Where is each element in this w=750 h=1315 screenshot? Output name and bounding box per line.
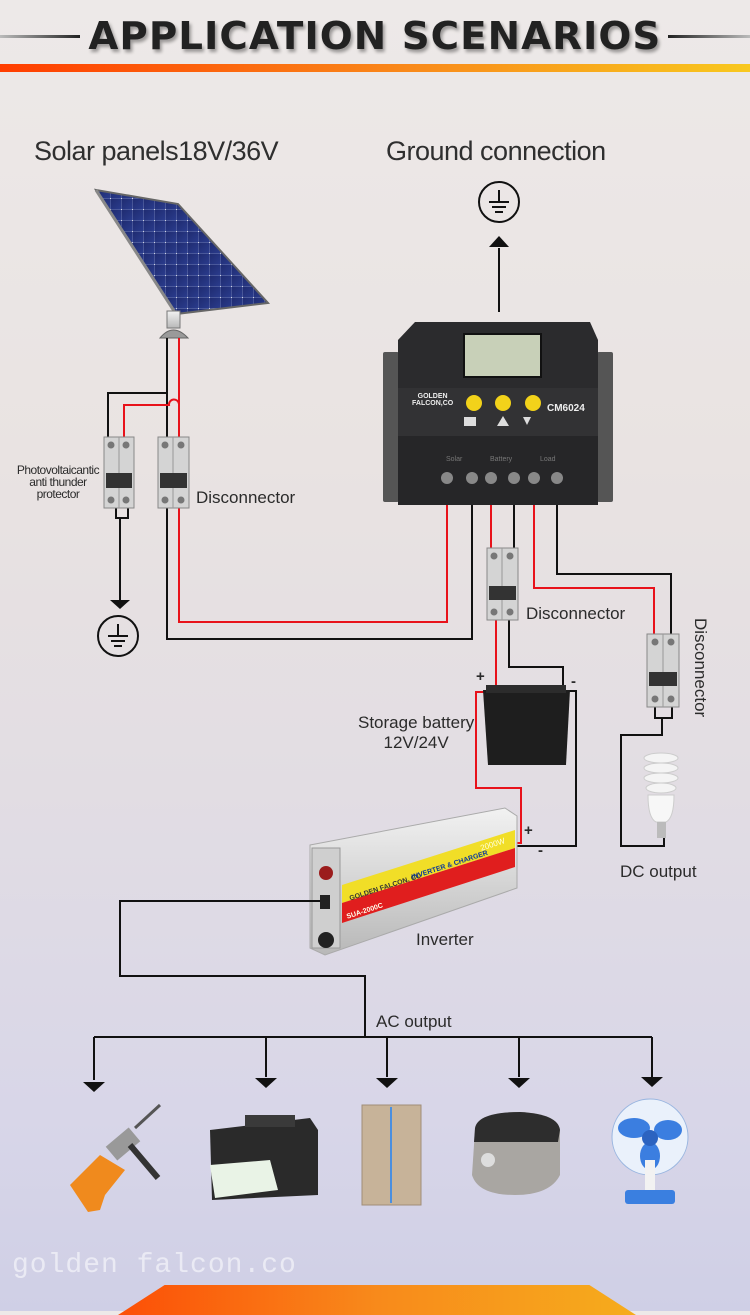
controller-brand: GOLDEN FALCON,CO <box>412 393 453 407</box>
pv-protector-line-2: anti thunder <box>29 475 87 489</box>
inverter-label: Inverter <box>416 930 474 949</box>
ac-output-wires <box>93 900 653 1080</box>
accent-bar <box>0 64 750 72</box>
storage-battery-line-1: Storage battery <box>358 713 475 732</box>
solar-panels-label: Solar panels18V/36V <box>34 136 279 166</box>
title-rule-right <box>668 35 750 38</box>
solar-disconnector-label: Disconnector <box>196 488 296 507</box>
controller-model: CM6024 <box>547 403 585 414</box>
inverter-device <box>309 807 518 956</box>
inverter-minus-label: - <box>538 842 543 859</box>
dc-output-label: DC output <box>620 862 697 881</box>
page-title: APPLICATION SCENARIOS <box>0 0 750 60</box>
controller-brand-line-2: FALCON,CO <box>412 400 454 407</box>
terminal-label-battery: Battery <box>490 456 513 463</box>
title-rule-left <box>0 35 80 38</box>
breaker-solar-disconnector <box>157 436 190 509</box>
pv-protector-line-1: Photovoltaicantic <box>16 463 100 477</box>
refrigerator-icon <box>361 1104 422 1206</box>
ac-output-arrows <box>83 1077 663 1092</box>
drill-icon <box>70 1103 162 1212</box>
ground-arrow-controller <box>489 236 509 312</box>
terminal-label-solar: Solar <box>446 456 463 463</box>
pv-protector-label: Photovoltaicantic anti thunder protector <box>12 464 104 500</box>
watermark: golden falcon.co <box>12 1250 297 1281</box>
pv-protector-line-3: protector <box>36 487 80 501</box>
solar-panel <box>93 188 271 339</box>
ground-connection-label: Ground connection <box>386 136 606 166</box>
storage-battery <box>483 685 570 765</box>
breaker-battery-disconnector <box>486 547 519 621</box>
breaker-load-disconnector <box>646 633 680 708</box>
ac-output-label: AC output <box>376 1012 452 1031</box>
controller-brand-line-1: GOLDEN <box>417 393 448 400</box>
inverter-plus-label: + <box>524 822 533 839</box>
storage-battery-label: Storage battery 12V/24V <box>358 713 474 753</box>
terminal-label-load: Load <box>540 456 556 463</box>
rice-cooker-icon <box>472 1112 560 1195</box>
storage-battery-line-2: 12V/24V <box>383 733 449 752</box>
ground-icon-controller <box>478 181 520 223</box>
page-title-text: APPLICATION SCENARIOS <box>88 14 662 58</box>
fan-icon <box>611 1098 689 1204</box>
load-disconnector-label: Disconnector <box>691 618 710 718</box>
battery-plus-label: + <box>476 668 485 685</box>
dc-lamp <box>643 752 679 838</box>
ground-arrow-pv <box>110 600 130 609</box>
battery-minus-label: - <box>571 673 576 690</box>
breaker-pv-protector <box>103 436 135 509</box>
solar-wires <box>107 338 473 640</box>
printer-icon <box>210 1115 318 1200</box>
battery-disconnector-label: Disconnector <box>526 604 626 623</box>
ground-icon-pv <box>97 615 139 657</box>
charge-controller <box>383 322 613 505</box>
footer-bar <box>118 1285 636 1315</box>
